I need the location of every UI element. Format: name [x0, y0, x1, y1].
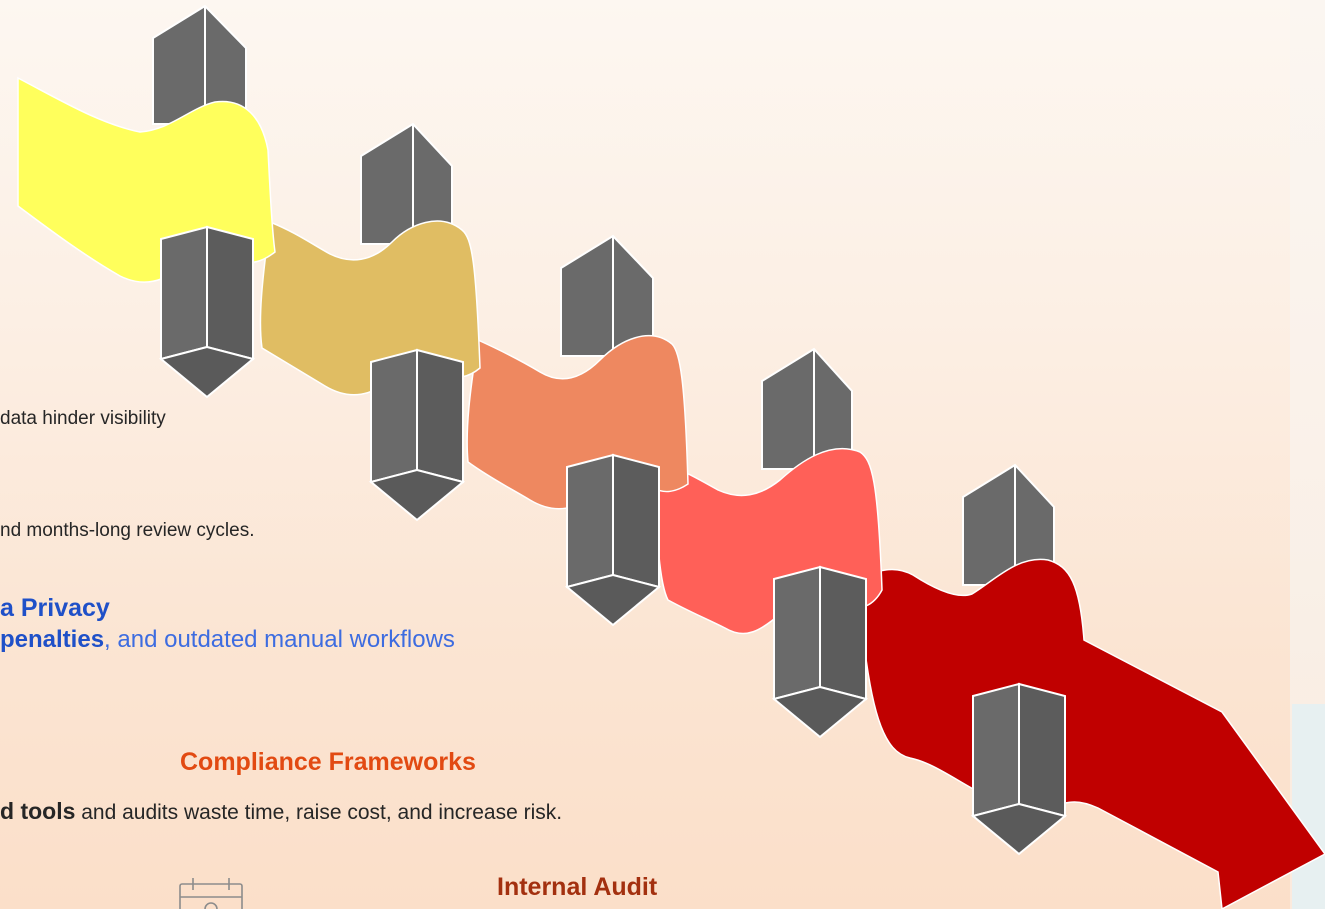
- pillar-top-3: [560, 234, 654, 357]
- heading-data-privacy: a Privacy: [0, 594, 110, 622]
- pillar-bottom-2: [370, 349, 464, 521]
- pillar-bottom-5: [972, 683, 1066, 855]
- text-privacy-detail: penalties, and outdated manual workflows: [0, 626, 455, 654]
- heading-internal-audit: Internal Audit: [497, 873, 658, 901]
- heading-compliance-frameworks: Compliance Frameworks: [180, 748, 476, 776]
- pillar-top-5: [962, 463, 1055, 586]
- pillar-bottom-4: [773, 566, 867, 738]
- text-privacy-rest: , and outdated manual workflows: [104, 626, 455, 653]
- calendar-icon: [179, 878, 243, 909]
- text-frameworks-rest: and audits waste time, raise cost, and i…: [75, 801, 563, 824]
- pillar-bottom-3: [566, 454, 660, 626]
- pillar-top-4: [761, 347, 853, 470]
- text-line-visibility: data hinder visibility: [0, 408, 166, 429]
- text-frameworks-bold: d tools: [0, 798, 76, 824]
- ribbon-stage-5: [857, 558, 1325, 909]
- pillar-top-2: [360, 122, 453, 245]
- text-line-review-cycles: nd months-long review cycles.: [0, 520, 255, 541]
- text-privacy-bold: penalties: [0, 626, 105, 653]
- right-panel-lower: [1292, 704, 1325, 909]
- pillar-bottom-1: [160, 226, 254, 398]
- text-frameworks-detail: d tools and audits waste time, raise cos…: [0, 798, 562, 825]
- pillar-top-1: [152, 4, 247, 125]
